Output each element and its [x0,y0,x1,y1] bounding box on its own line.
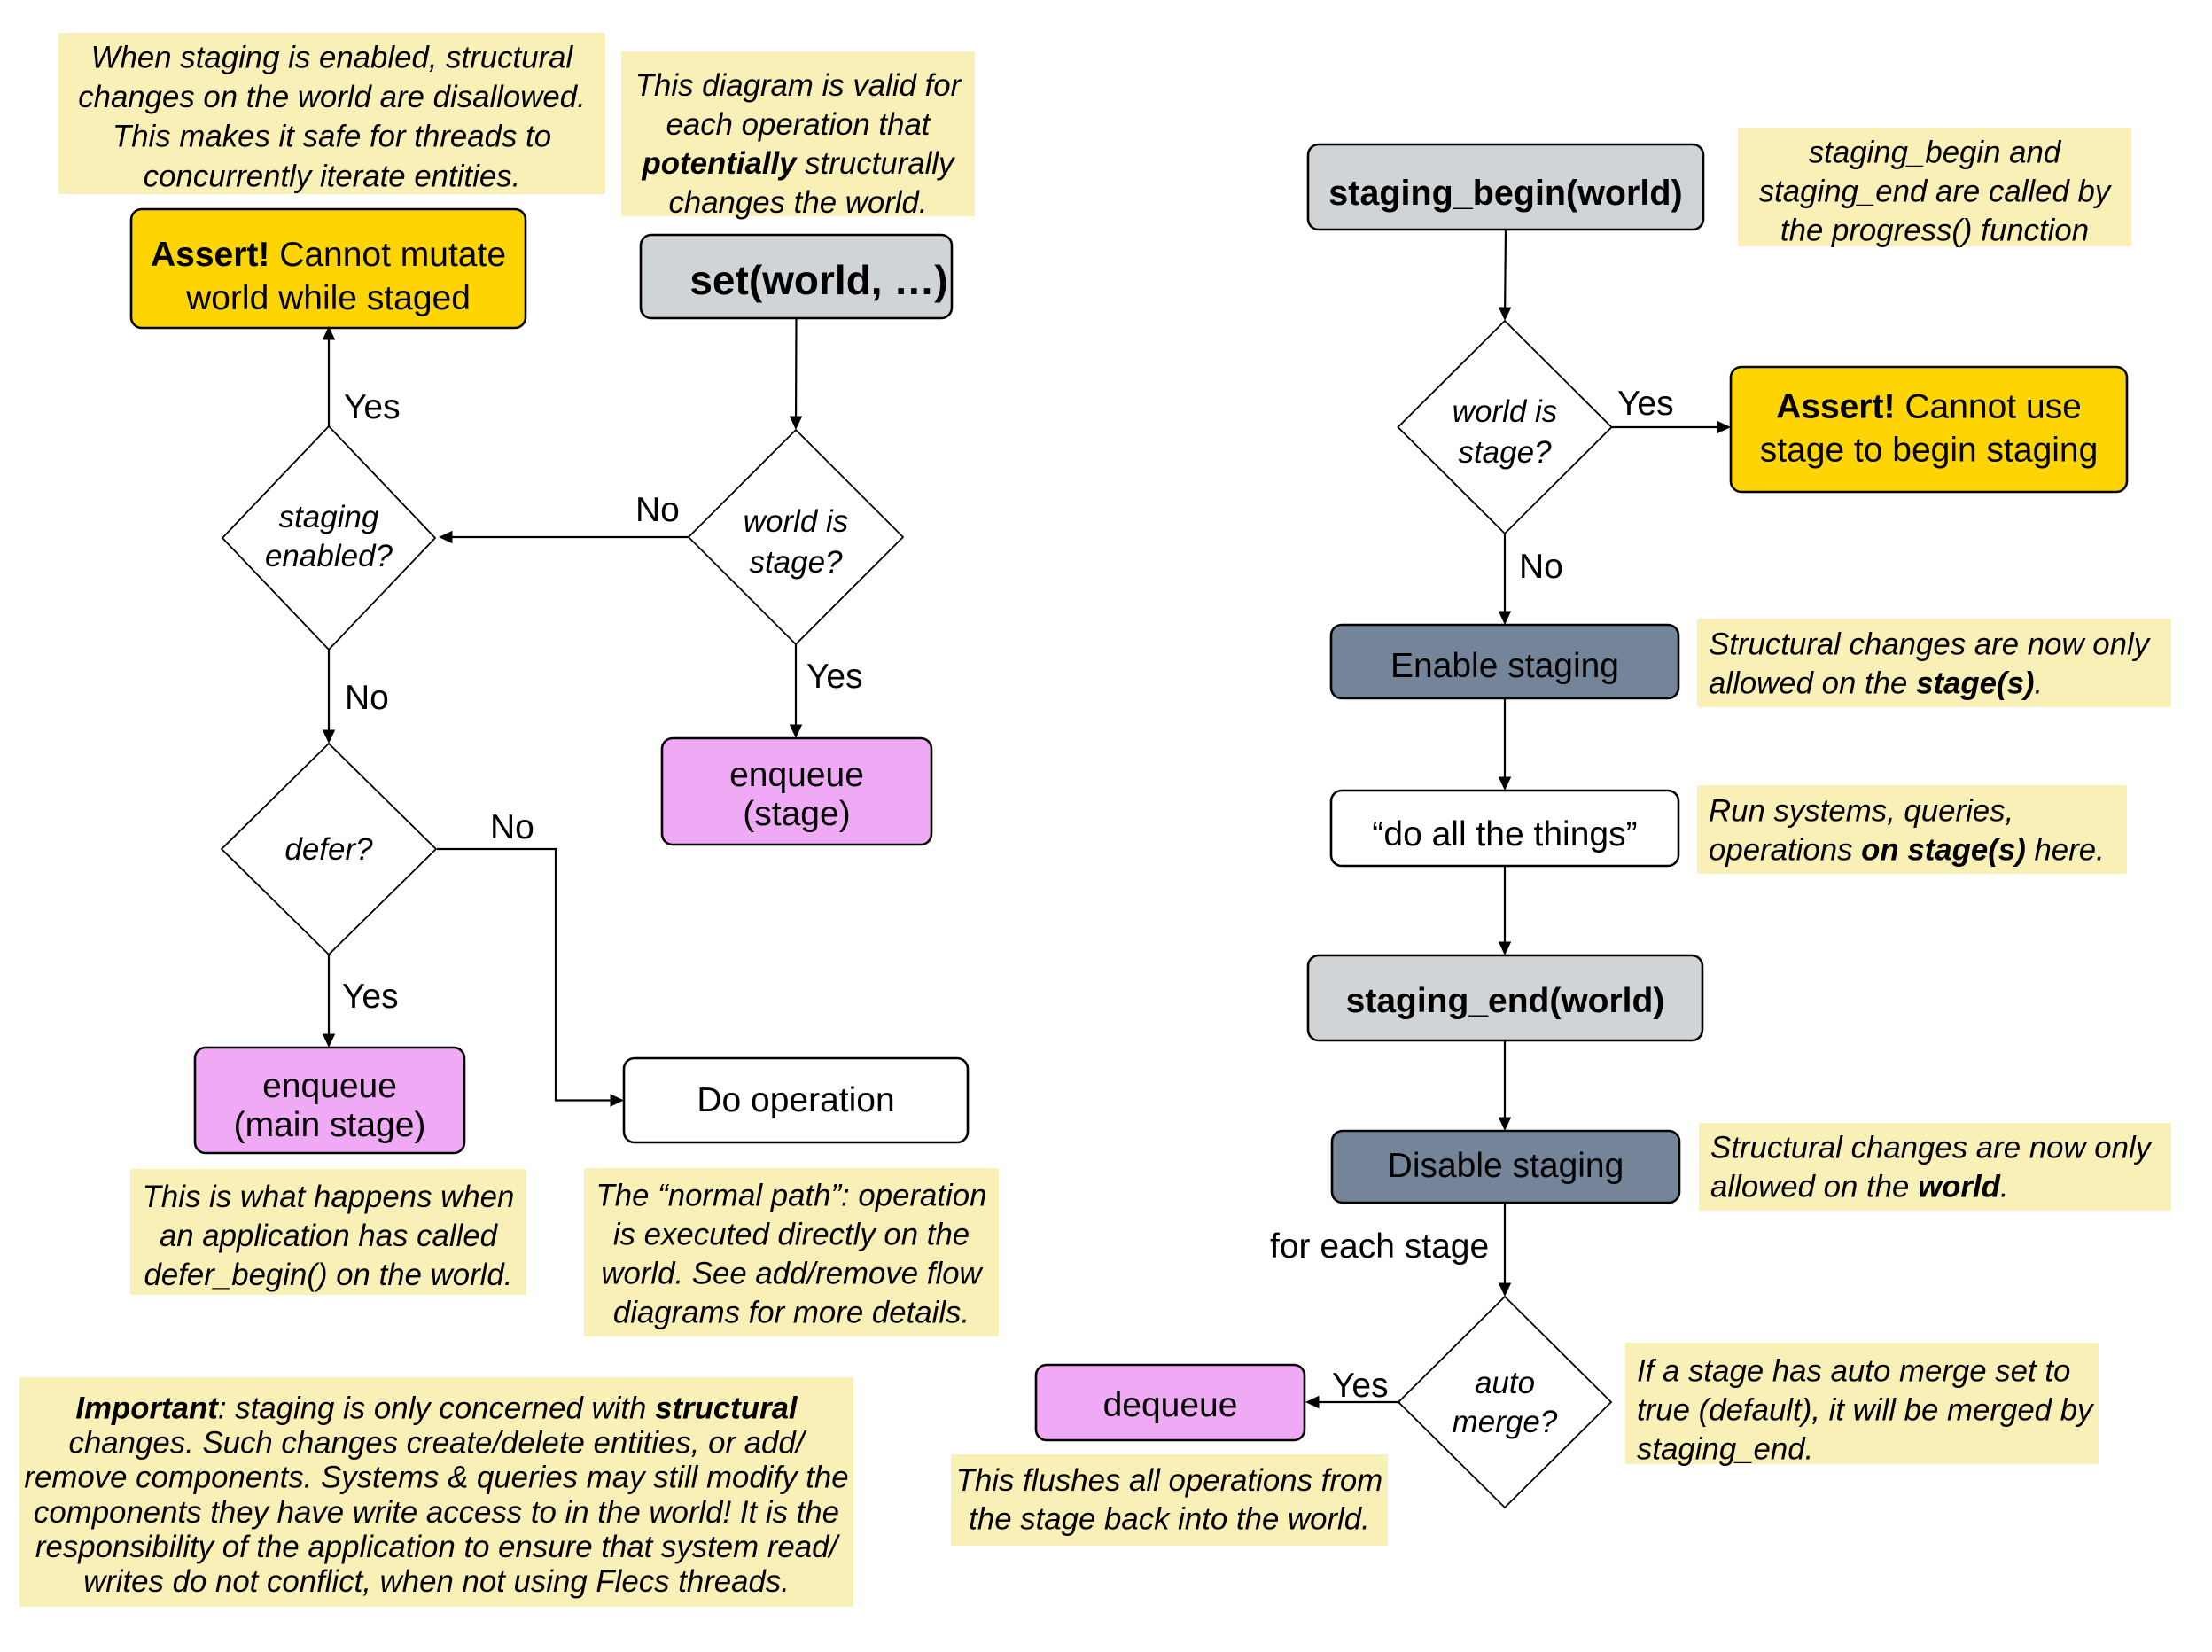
svg-text:staging_end(world): staging_end(world) [1346,982,1665,1020]
svg-text:auto: auto [1475,1366,1535,1400]
svg-text:components they have write acc: components they have write access to in … [34,1495,839,1530]
svg-text:set(world, …): set(world, …) [689,257,947,303]
svg-text:This makes it safe for threads: This makes it safe for threads to [113,120,551,154]
svg-text:staging_begin(world): staging_begin(world) [1328,174,1682,213]
svg-text:responsibility of the applicat: responsibility of the application to ens… [35,1530,841,1564]
svg-text:Yes: Yes [1617,385,1674,423]
svg-text:Yes: Yes [344,388,401,426]
svg-text:world is: world is [1453,394,1558,429]
svg-text:Structural changes are now onl: Structural changes are now only [1710,1131,2154,1165]
svg-text:No: No [1519,548,1563,586]
svg-text:Structural changes are now onl: Structural changes are now only [1709,627,2152,661]
svg-text:writes do not conflict, when n: writes do not conflict, when not using F… [83,1564,790,1599]
svg-text:No: No [345,679,389,717]
svg-text:enqueue: enqueue [729,756,864,794]
svg-text:diagrams for more details.: diagrams for more details. [613,1296,970,1330]
svg-text:Important: staging is only con: Important: staging is only concerned wit… [75,1391,798,1426]
svg-text:Disable staging: Disable staging [1388,1147,1624,1185]
svg-text:When staging is enabled, struc: When staging is enabled, structural [91,41,574,75]
svg-text:allowed on the stage(s).: allowed on the stage(s). [1709,666,2043,700]
svg-text:potentially structurally: potentially structurally [642,146,957,181]
svg-text:changes. Such changes create/d: changes. Such changes create/delete enti… [69,1426,807,1461]
svg-text:stage?: stage? [749,545,843,580]
svg-text:the stage back into the world.: the stage back into the world. [969,1502,1370,1537]
svg-text:Yes: Yes [1332,1367,1389,1405]
svg-text:merge?: merge? [1453,1405,1558,1439]
svg-text:world. See add/remove flow: world. See add/remove flow [601,1257,983,1291]
svg-text:Run systems, queries,: Run systems, queries, [1709,793,2013,828]
svg-text:stage?: stage? [1458,435,1552,470]
svg-text:changes the world.: changes the world. [668,185,927,220]
svg-text:(stage): (stage) [743,795,850,833]
svg-text:dequeue: dequeue [1103,1386,1238,1424]
svg-text:This diagram is valid for: This diagram is valid for [635,68,962,103]
svg-text:allowed on the world.: allowed on the world. [1710,1170,2009,1204]
svg-text:Assert! Cannot mutate: Assert! Cannot mutate [151,236,506,274]
svg-text:No: No [490,808,534,846]
svg-text:stage to begin staging: stage to begin staging [1760,432,2099,470]
svg-text:concurrently iterate entities.: concurrently iterate entities. [144,159,521,193]
svg-text:operations on stage(s) here.: operations on stage(s) here. [1709,832,2105,867]
svg-text:“do all the things”: “do all the things” [1372,815,1637,853]
svg-text:true (default), it will be mer: true (default), it will be merged by [1637,1393,2095,1428]
svg-text:world while staged: world while staged [185,279,471,317]
svg-text:staging: staging [279,500,379,534]
svg-text:Yes: Yes [342,978,399,1016]
svg-text:defer?: defer? [284,832,373,867]
svg-text:Yes: Yes [806,658,863,696]
svg-text:the progress() function: the progress() function [1780,214,2089,248]
svg-text:each operation that: each operation that [666,107,931,142]
svg-text:world is: world is [744,504,849,539]
svg-text:staging_end are called by: staging_end are called by [1759,175,2113,209]
svg-text:enqueue: enqueue [262,1067,397,1105]
svg-text:Enable staging: Enable staging [1390,647,1619,685]
svg-text:The “normal path”: operation: The “normal path”: operation [596,1179,987,1213]
svg-text:defer_begin() on the world.: defer_begin() on the world. [144,1258,513,1292]
svg-text:enabled?: enabled? [265,539,393,573]
svg-text:staging_end.: staging_end. [1637,1432,1813,1467]
svg-text:changes on the world are disal: changes on the world are disallowed. [78,80,586,114]
svg-text:an application has called: an application has called [160,1219,499,1253]
svg-text:Do operation: Do operation [697,1081,894,1119]
svg-text:No: No [635,491,680,529]
svg-text:Assert! Cannot use: Assert! Cannot use [1776,388,2082,426]
svg-text:for each stage: for each stage [1270,1227,1489,1266]
svg-text:This is what happens when: This is what happens when [143,1180,515,1214]
svg-text:is executed directly on the: is executed directly on the [613,1218,970,1252]
svg-text:remove components. Systems & q: remove components. Systems & queries may… [24,1461,848,1495]
svg-text:This flushes all operations fr: This flushes all operations from [956,1463,1383,1498]
svg-text:(main stage): (main stage) [234,1106,426,1144]
svg-text:If a stage has auto merge set: If a stage has auto merge set to [1637,1354,2070,1389]
svg-text:staging_begin and: staging_begin and [1809,136,2062,170]
